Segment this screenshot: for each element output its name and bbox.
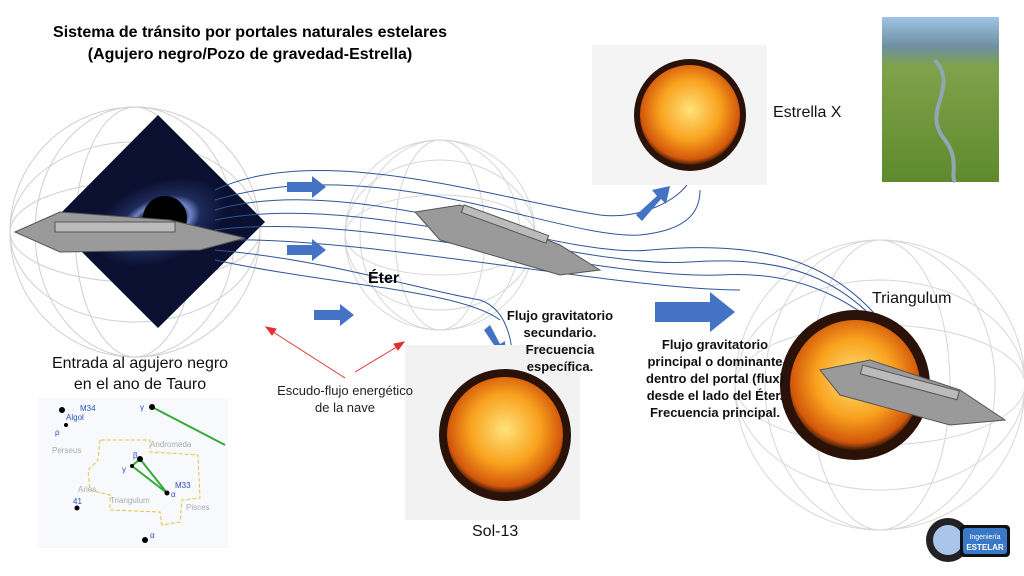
flujo-principal-line5: Frecuencia principal. <box>649 405 781 420</box>
label-flujo-principal: Flujo gravitatorio principal o dominante… <box>630 336 800 421</box>
chart-label-beta: β <box>133 451 138 460</box>
label-entrada-line2: en el ano de Tauro <box>73 376 207 393</box>
flujo-secundario-line2: secundario. <box>523 325 597 340</box>
label-triangulum: Triangulum <box>872 290 952 307</box>
flujo-principal-line2: principal o dominante <box>647 354 783 369</box>
chart-label-m34: M34 <box>80 404 96 413</box>
page-title: Sistema de tránsito por portales natural… <box>20 22 480 66</box>
chart-label-alpha-tri: α <box>171 490 176 499</box>
logo-line2: ESTELAR <box>966 543 1004 552</box>
label-entrada: Entrada al agujero negro en el ano de Ta… <box>40 353 240 395</box>
logo-line1: Ingeniería <box>969 534 1000 541</box>
sun-sol-13 <box>405 345 580 520</box>
label-escudo-line2: de la nave <box>315 400 375 415</box>
title-line1: Sistema de tránsito por portales natural… <box>53 24 447 41</box>
chart-label-algol: Algol <box>66 413 84 422</box>
label-entrada-line1: Entrada al agujero negro <box>51 355 229 372</box>
label-estrella-x: Estrella X <box>773 104 842 121</box>
chart-label-rho: ρ <box>55 428 60 437</box>
chart-label-alpha-ari: α <box>150 531 155 540</box>
label-flujo-secundario: Flujo gravitatorio secundario. Frecuenci… <box>495 307 625 375</box>
chart-label-m33: M33 <box>175 481 191 490</box>
spaceship-left <box>13 211 246 253</box>
spaceship-middle <box>414 204 602 276</box>
landscape-photo <box>882 17 999 184</box>
chart-label-gamma-tri: γ <box>122 465 126 474</box>
spaceship-right <box>819 359 1007 426</box>
flow-arrows <box>287 176 735 360</box>
flujo-secundario-line3: Frecuencia <box>525 342 595 357</box>
sun-estrella-x <box>592 45 767 185</box>
flujo-principal-line4: desde el lado del Éter. <box>646 388 784 403</box>
chart-label-aries: Aries <box>78 485 96 494</box>
chart-label-triangulum: Triangulum <box>110 496 150 505</box>
label-escudo-line1: Escudo-flujo energético <box>277 383 413 398</box>
chart-label-perseus: Perseus <box>52 446 81 455</box>
gravitational-flow-lines <box>214 169 891 381</box>
label-sol-13: Sol-13 <box>472 523 519 540</box>
chart-label-andromeda: Andromeda <box>150 440 192 449</box>
chart-label-41: 41 <box>73 497 82 506</box>
title-line2: (Agujero negro/Pozo de gravedad-Estrella… <box>87 46 413 63</box>
shield-pointer-arrows <box>264 326 406 379</box>
chart-label-pisces: Pisces <box>186 503 210 512</box>
flujo-secundario-line4: específica. <box>526 359 594 374</box>
chart-label-gamma-and: γ <box>140 403 144 412</box>
ingenieria-estelar-logo: Ingeniería ESTELAR <box>926 518 1010 562</box>
flujo-secundario-line1: Flujo gravitatorio <box>506 308 614 323</box>
label-eter: Éter <box>368 270 400 287</box>
label-escudo: Escudo-flujo energético de la nave <box>270 382 420 416</box>
flujo-principal-line1: Flujo gravitatorio <box>661 337 769 352</box>
flujo-principal-line3: dentro del portal (flux) <box>646 371 784 386</box>
star-chart-triangulum: M34 Algol ρ γ Perseus Andromeda β γ M33 … <box>38 398 228 548</box>
